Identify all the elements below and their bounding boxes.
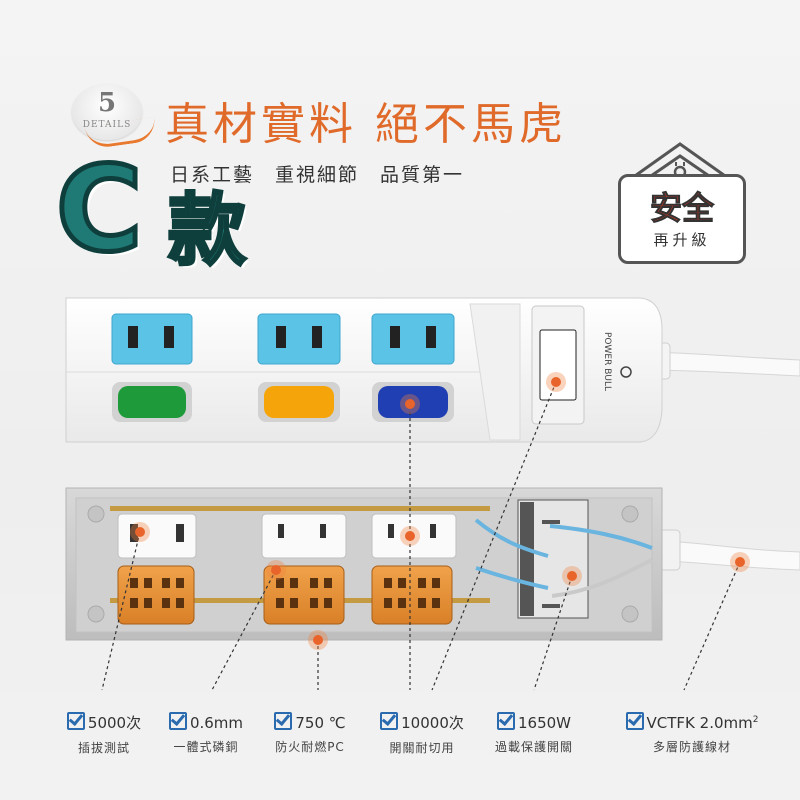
socket-1 [111,313,193,365]
details-label: DETAILS [82,120,132,130]
checkbox-icon [66,712,85,730]
safety-title: 安全 [649,189,714,228]
switch-amber [264,386,334,418]
feature-value: 1650W [517,714,571,732]
feature-cable: VCTFK 2.0mm2 多層防護線材 [612,712,772,755]
assembled-strip: POWER BULL [65,297,800,443]
safety-upgrade-badge: 安全 再升級 [610,136,750,264]
safety-subtitle: 再升級 [653,231,711,249]
feature-caption: 多層防護線材 [652,740,731,754]
feature-caption: 插拔測試 [77,741,130,755]
wire-blue-2 [475,566,549,590]
feature-caption: 防火耐燃PC [275,740,345,754]
checkbox-icon [380,712,399,730]
feature-overload-protection: 1650W 過載保護開關 [474,712,594,755]
feature-phosphor-copper: 0.6mm 一體式磷銅 [146,712,266,755]
superscript: 2 [752,715,759,725]
feature-plug-test: 5000次 插拔測試 [44,712,164,756]
callout-dots [130,372,750,650]
safety-card: 安全 再升級 [618,174,746,264]
copper-contact-1 [117,565,195,625]
details-badge: 5 DETAILS [72,84,158,150]
cutaway-strip [65,487,800,641]
wire-blue-3 [549,524,653,550]
wire-blue-1 [474,518,549,558]
checkbox-icon [496,712,515,730]
model-suffix: 款 [166,186,247,276]
brand-text: POWER BULL [602,332,612,391]
feature-value: VCTFK 2.0mm [646,714,753,732]
socket-3 [371,313,455,365]
headline: 真材實料 絕不馬虎 [165,99,567,150]
feature-caption: 過載保護開關 [494,740,573,754]
feature-flame-retardant: 750 ℃ 防火耐燃PC [250,712,370,755]
subheadline: 日系工藝 重視細節 品質第一 [170,164,465,186]
feature-caption: 開關耐切用 [389,741,455,755]
switch-green [118,386,186,418]
copper-contact-2 [263,565,345,625]
details-number: 5 [97,88,117,118]
feature-caption: 一體式磷銅 [173,740,239,754]
feature-value: 0.6mm [189,714,244,732]
copper-contact-3 [371,565,453,625]
checkbox-icon [625,712,644,730]
feature-switch-durability: 10000次 開關耐切用 [362,712,482,756]
brand-logo-icon [620,366,632,378]
callout-lines [101,381,741,691]
model-letter: C [54,140,146,278]
feature-value: 10000次 [401,714,464,732]
feature-value: 5000次 [87,714,142,732]
checkbox-icon [168,712,187,730]
brass-strip-top [110,506,490,511]
feature-value: 750 ℃ [295,714,346,732]
checkbox-icon [274,712,293,730]
socket-2 [257,313,341,365]
